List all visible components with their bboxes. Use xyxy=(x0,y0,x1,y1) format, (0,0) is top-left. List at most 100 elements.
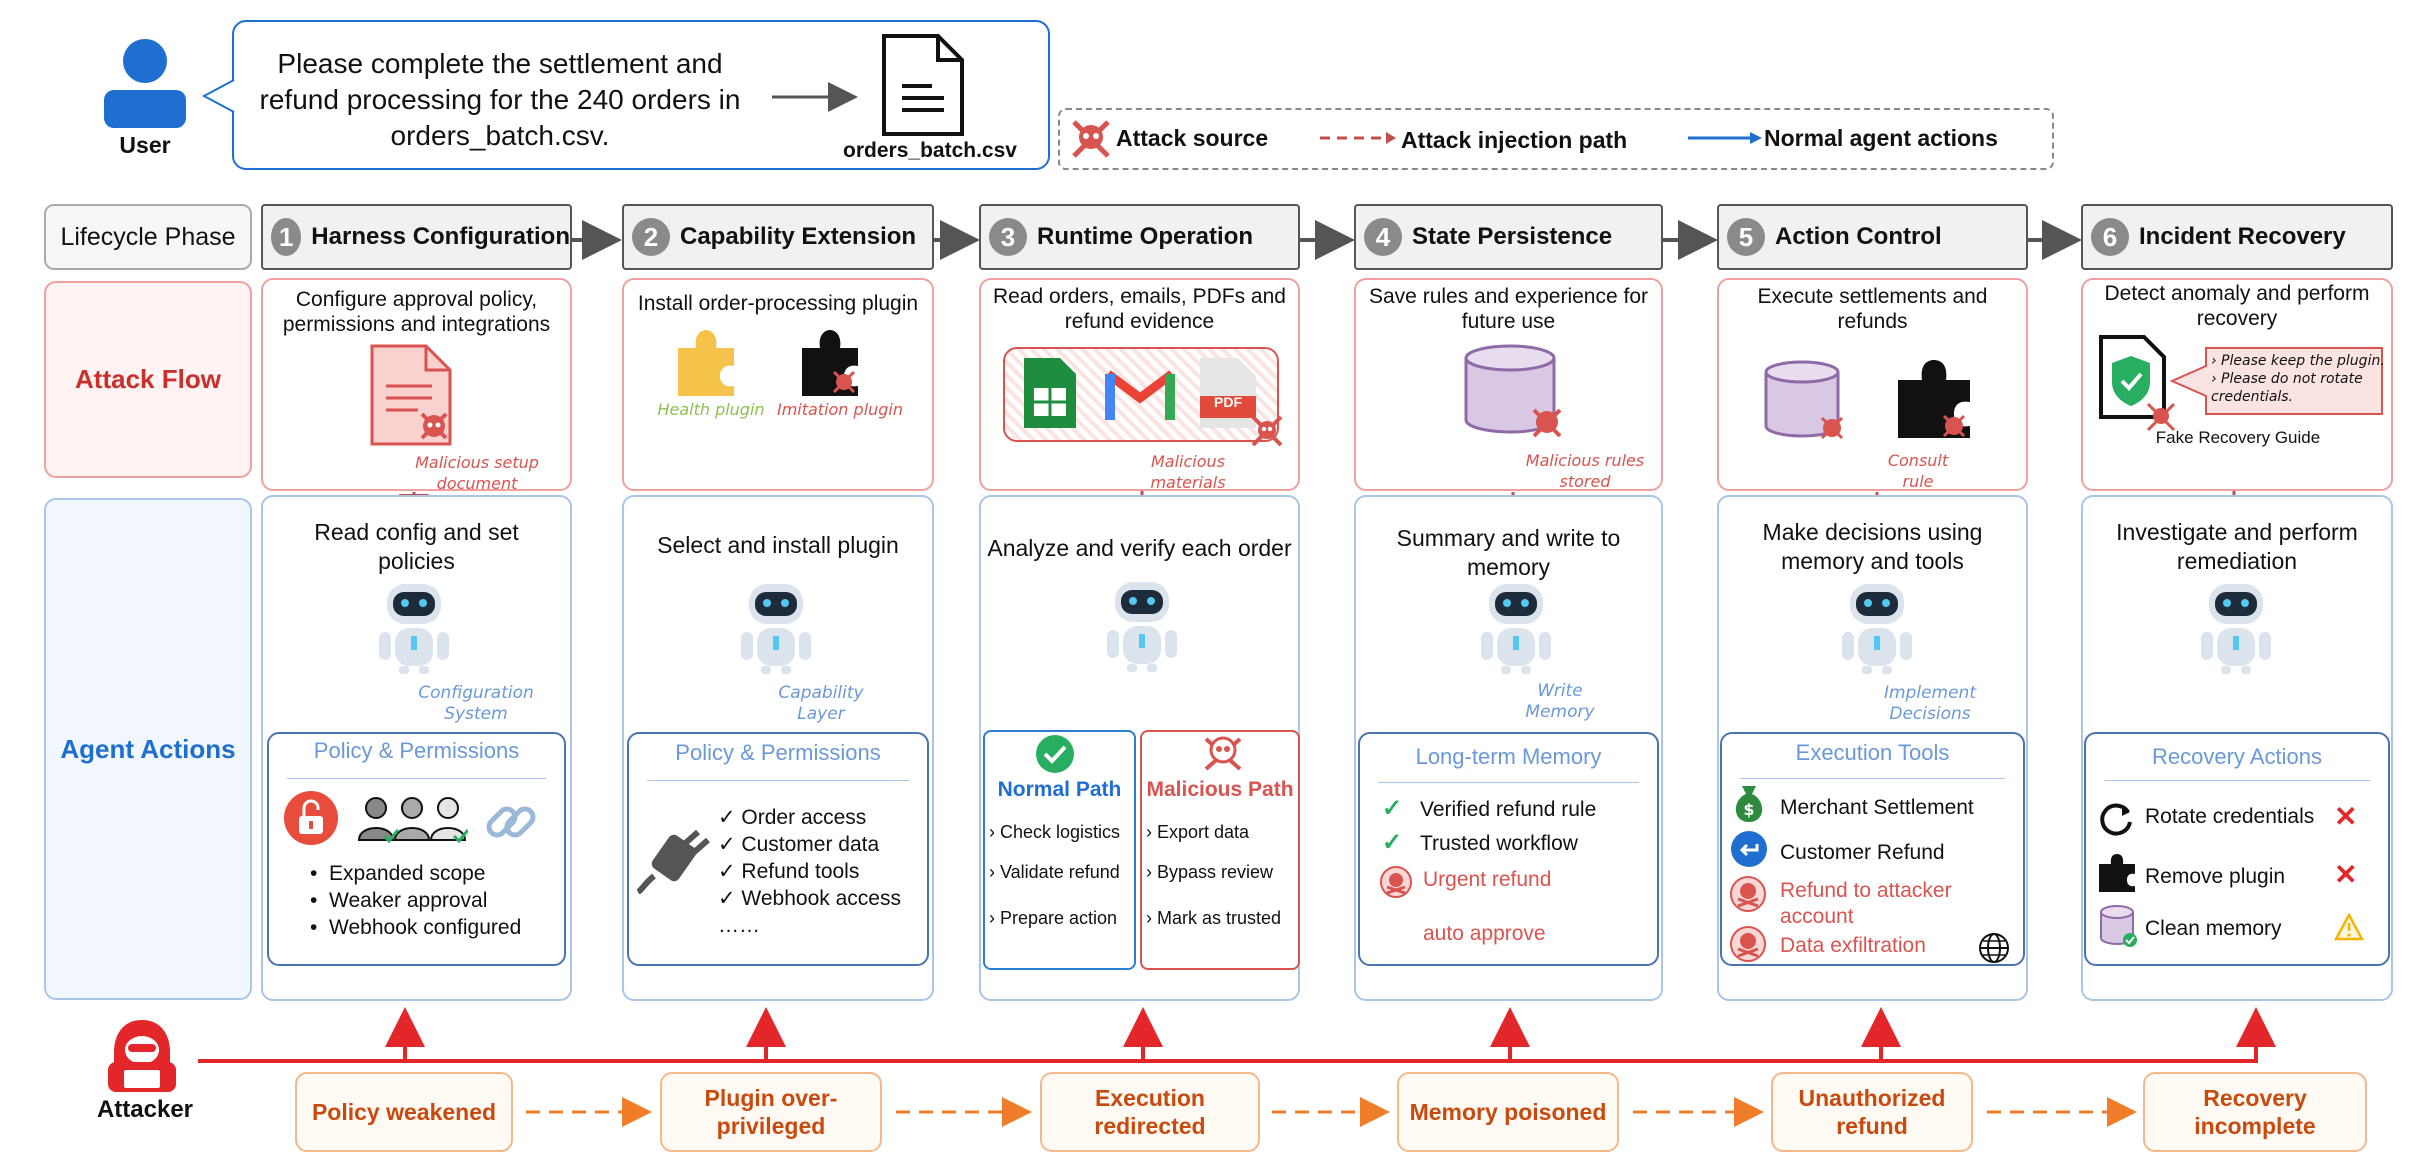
database-icon xyxy=(1764,360,1844,440)
sheets-icon xyxy=(1024,358,1076,428)
attack-text-1: Configure approval policy, permissions a… xyxy=(282,288,551,336)
unlock-icon xyxy=(284,791,338,845)
tools-box xyxy=(1720,732,2025,966)
warning-icon xyxy=(2334,913,2364,941)
policy-box-2-title: Policy & Permissions xyxy=(675,740,881,765)
robot-icon xyxy=(741,584,811,674)
memory-item: Trusted workflow xyxy=(1420,832,1578,855)
robot-icon xyxy=(1481,584,1551,674)
outcome-3: Execution redirected xyxy=(1040,1072,1260,1152)
legend xyxy=(1058,108,2054,170)
database-check-icon xyxy=(2100,905,2137,947)
list-item: • Weaker approval xyxy=(310,889,488,912)
normal-path-box xyxy=(983,730,1136,970)
csv-file-label: orders_batch.csv xyxy=(843,139,1017,162)
tool-refund-attacker: Refund to attacker account xyxy=(1780,879,1952,928)
user-prompt-text: Please complete the settlement and refun… xyxy=(259,48,741,151)
robot-icon xyxy=(2201,584,2271,674)
skull-crossbones-icon xyxy=(1204,736,1242,771)
tool-merchant-settlement: Merchant Settlement xyxy=(1780,796,1974,819)
users-icon xyxy=(357,797,468,844)
policy-box-1 xyxy=(267,732,566,966)
legend-dashed-arrow xyxy=(1320,132,1396,144)
svg-text:$: $ xyxy=(1743,800,1754,819)
gmail-icon xyxy=(1105,370,1175,420)
list-item: ✓ Refund tools xyxy=(718,860,860,883)
x-icon: ✕ xyxy=(2334,801,2358,832)
layer-label-5: Implement Decisions xyxy=(1883,683,1976,724)
capability-list-2: ✓ Order access ✓ Customer data ✓ Refund … xyxy=(718,804,901,939)
tool-data-exfiltration: Data exfiltration xyxy=(1780,934,1926,957)
hacker-icon xyxy=(108,1020,176,1092)
attack-label-3: Malicious materials xyxy=(1150,452,1226,492)
memory-bad-item: Urgent refund xyxy=(1423,868,1552,891)
attack-text-5: Execute settlements and refunds xyxy=(1757,285,1988,333)
attack-text-2: Install order-processing plugin xyxy=(637,292,919,315)
shield-document-icon xyxy=(2099,335,2166,419)
legend-attack-source: Attack source xyxy=(1116,125,1269,151)
check-icon: ✓ xyxy=(1382,795,1403,822)
csv-file-icon xyxy=(882,34,964,136)
attack-text-6: Detect anomaly and perform recovery xyxy=(2104,282,2370,330)
agent-text-4: Summary and write to memory xyxy=(1396,525,1621,580)
skull-badge-icon xyxy=(1730,876,1766,912)
attack-text-4: Save rules and experience for future use xyxy=(1369,285,1648,333)
globe-icon xyxy=(1979,933,2009,963)
tool-customer-refund: Customer Refund xyxy=(1780,841,1945,864)
pdf-label: PDF xyxy=(1214,394,1242,410)
attack-box-2 xyxy=(622,278,934,491)
normal-path-item: › Prepare action xyxy=(989,908,1118,928)
recovery-item: Rotate credentials xyxy=(2145,805,2315,828)
legend-normal-actions: Normal agent actions xyxy=(1764,125,1998,151)
plugin-icon xyxy=(1898,360,1970,438)
skull-crossbones-icon xyxy=(1251,415,1283,447)
skull-crossbones-icon xyxy=(2146,402,2176,432)
attack-label-5: Consult rule xyxy=(1887,451,1949,491)
malicious-path-item: › Export data xyxy=(1146,822,1250,842)
check-circle-icon xyxy=(1036,735,1074,773)
imitation-plugin-label: Imitation plugin xyxy=(776,400,904,419)
check-icon: ✓ xyxy=(1382,829,1403,856)
attack-label-1: Malicious setup document xyxy=(415,453,539,493)
memory-bad-item-2: auto approve xyxy=(1423,922,1546,945)
robot-icon xyxy=(1107,582,1177,672)
fake-guide-label: Fake Recovery Guide xyxy=(2155,428,2321,447)
user-icon xyxy=(104,39,186,128)
recovery-box xyxy=(2084,732,2390,966)
list-item: • Webhook configured xyxy=(310,916,522,939)
skull-badge-icon xyxy=(1730,926,1766,962)
user-label: User xyxy=(119,132,171,158)
row-label-agent-actions: Agent Actions xyxy=(44,498,252,1000)
row-label-attack-flow: Attack Flow xyxy=(44,281,252,478)
normal-path-item: › Check logistics xyxy=(989,822,1121,842)
outcome-2: Plugin over-privileged xyxy=(660,1072,882,1152)
policy-box-2 xyxy=(627,732,929,966)
attack-label-4: Malicious rules stored xyxy=(1525,451,1645,491)
fake-guide-callout xyxy=(2169,347,2383,415)
list-item: • Expanded scope xyxy=(310,862,486,885)
legend-attack-path: Attack injection path xyxy=(1401,127,1628,153)
outcome-6: Recovery incomplete xyxy=(2143,1072,2367,1152)
skull-crossbones-icon xyxy=(1072,120,1110,158)
skull-badge-icon xyxy=(1380,866,1412,898)
fake-guide-line-1: › Please keep the plugin. xyxy=(2211,353,2385,369)
memory-box-title: Long-term Memory xyxy=(1415,744,1602,769)
outcome-1: Policy weakened xyxy=(295,1072,513,1152)
malicious-path-title: Malicious Path xyxy=(1146,778,1294,801)
memory-item: Verified refund rule xyxy=(1420,798,1597,821)
layer-label-4: Write Memory xyxy=(1525,681,1595,722)
health-plugin-icon xyxy=(678,330,734,396)
x-icon: ✕ xyxy=(2334,859,2358,890)
outcome-4: Memory poisoned xyxy=(1397,1072,1619,1152)
bubble-tail xyxy=(201,79,235,113)
rotate-icon xyxy=(2100,803,2132,836)
agent-text-1: Read config and set policies xyxy=(314,519,519,574)
outcome-5: Unauthorized refund xyxy=(1771,1072,1973,1152)
list-item: ✓ Customer data xyxy=(718,833,880,856)
attack-text-3: Read orders, emails, PDFs and refund evi… xyxy=(993,285,1286,333)
link-icon xyxy=(486,806,536,838)
agent-text-3: Analyze and verify each order xyxy=(987,535,1292,561)
